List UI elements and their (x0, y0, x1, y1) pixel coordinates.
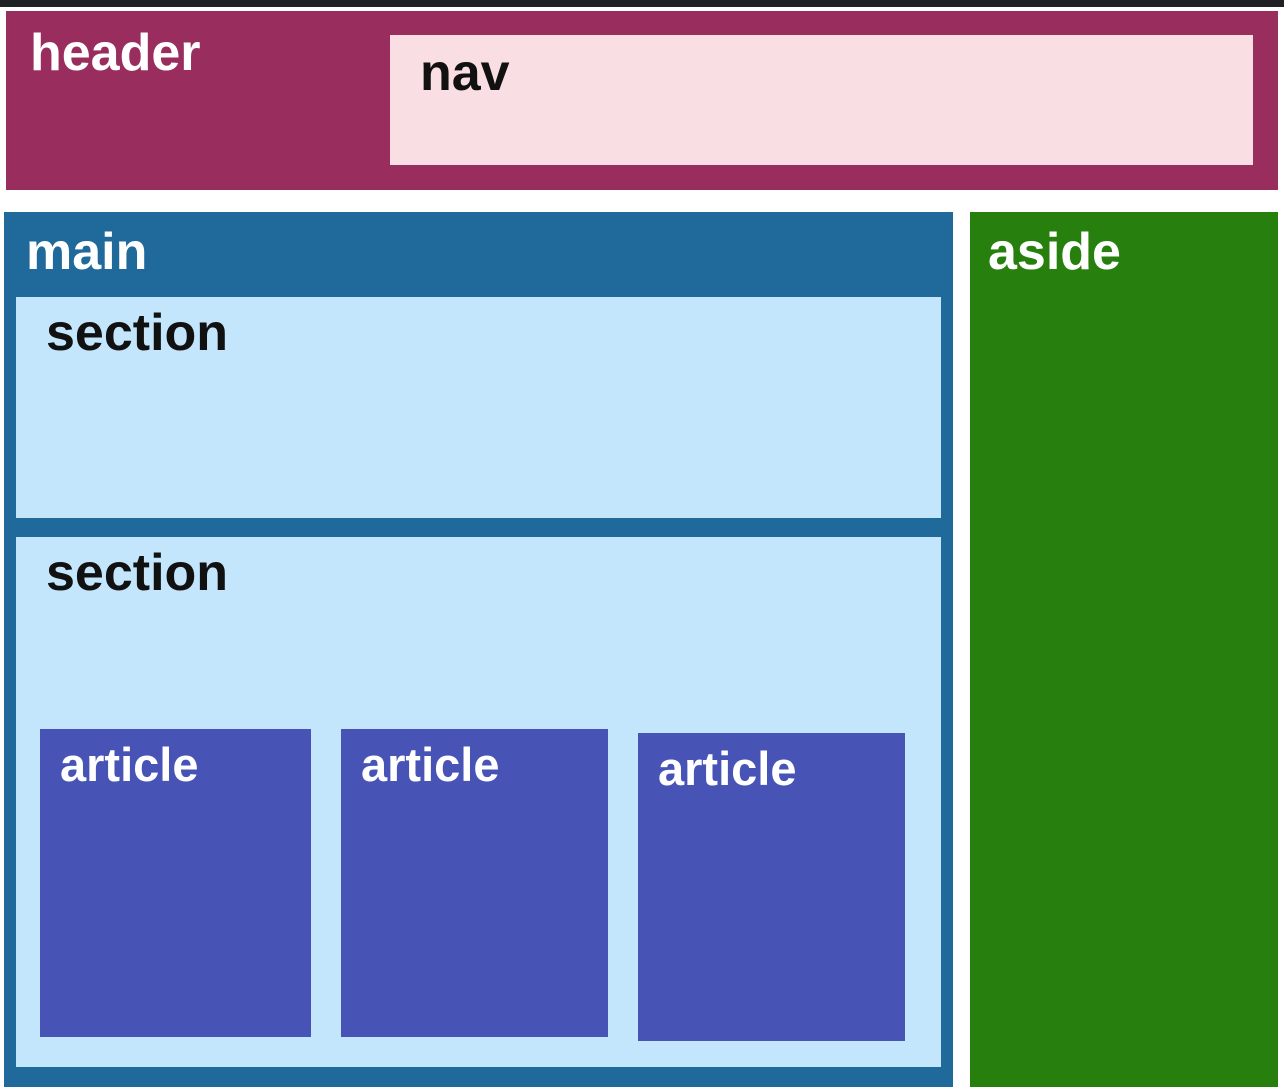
nav-label: nav (420, 44, 510, 102)
article-box-1: article (40, 729, 311, 1037)
header-box: header nav (6, 11, 1278, 190)
header-label: header (30, 24, 201, 82)
main-box: main section section article article art… (4, 212, 953, 1087)
article-label-1: article (60, 738, 199, 791)
article-box-2: article (341, 729, 608, 1037)
section-box-1: section (16, 297, 941, 518)
top-black-bar (0, 0, 1284, 7)
article-label-3: article (658, 742, 797, 795)
section-label-1: section (46, 304, 229, 362)
article-box-3: article (638, 733, 905, 1041)
nav-box: nav (390, 35, 1253, 165)
main-label: main (26, 223, 148, 281)
section-box-2: section article article article (16, 537, 941, 1067)
aside-label: aside (988, 223, 1121, 281)
article-label-2: article (361, 738, 500, 791)
section-label-2: section (46, 544, 229, 602)
aside-box: aside (970, 212, 1278, 1087)
